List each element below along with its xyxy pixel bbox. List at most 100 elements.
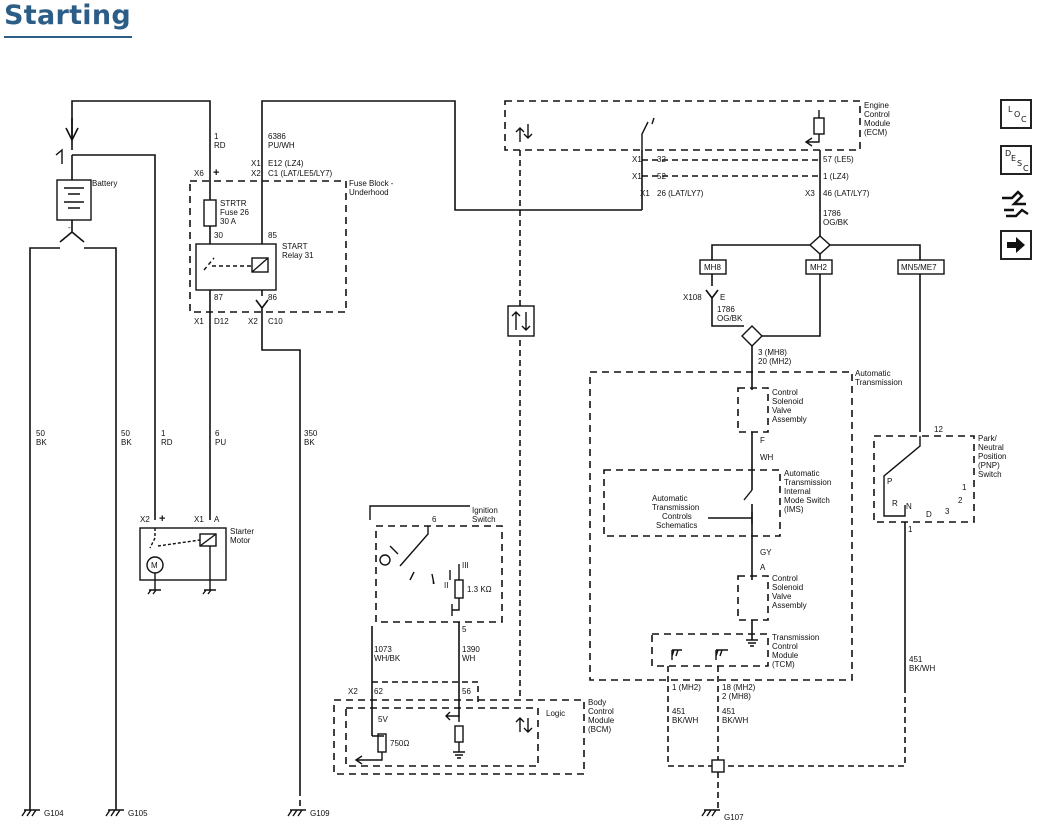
- svg-text:Assembly: Assembly: [772, 415, 807, 424]
- svg-text:Solenoid: Solenoid: [772, 397, 803, 406]
- svg-text:Logic: Logic: [546, 709, 565, 718]
- connector-arrow: [65, 127, 79, 142]
- svg-text:WH: WH: [760, 453, 774, 462]
- svg-text:5V: 5V: [378, 715, 388, 724]
- svg-text:50: 50: [121, 429, 130, 438]
- svg-text:RD: RD: [161, 438, 173, 447]
- svg-text:750Ω: 750Ω: [390, 739, 409, 748]
- title-underline: [4, 36, 132, 38]
- svg-text:G104: G104: [44, 809, 64, 818]
- svg-text:1786: 1786: [717, 305, 735, 314]
- svg-text:Position: Position: [978, 452, 1006, 461]
- svg-text:6386: 6386: [268, 132, 286, 141]
- body-control-module: [333, 699, 585, 775]
- automatic-transmission: [589, 371, 853, 681]
- svg-text:X2: X2: [248, 317, 258, 326]
- svg-text:Switch: Switch: [472, 515, 496, 524]
- svg-text:Relay 31: Relay 31: [282, 251, 314, 260]
- svg-text:3: 3: [945, 507, 950, 516]
- svg-text:18 (MH2): 18 (MH2): [722, 683, 756, 692]
- svg-text:X3: X3: [805, 189, 815, 198]
- svg-text:BK: BK: [36, 438, 47, 447]
- svg-text:57 (LE5): 57 (LE5): [823, 155, 854, 164]
- description-button[interactable]: D E S C: [1000, 145, 1032, 175]
- svg-text:X2: X2: [251, 169, 261, 178]
- svg-text:D12: D12: [214, 317, 229, 326]
- svg-text:G109: G109: [310, 809, 330, 818]
- svg-text:26 (LAT/LY7): 26 (LAT/LY7): [657, 189, 704, 198]
- svg-text:C10: C10: [268, 317, 283, 326]
- bcm-logic-block: [345, 707, 539, 767]
- engine-control-module: [504, 100, 861, 151]
- svg-text:Solenoid: Solenoid: [772, 583, 803, 592]
- connector-view-icon[interactable]: [1000, 188, 1032, 222]
- location-button[interactable]: L O C: [1000, 99, 1032, 129]
- svg-text:Starter: Starter: [230, 527, 254, 536]
- ignition-switch: [375, 525, 503, 623]
- svg-text:Underhood: Underhood: [349, 188, 389, 197]
- svg-text:X6: X6: [194, 169, 204, 178]
- svg-text:Automatic: Automatic: [855, 369, 891, 378]
- wire-battery-starter: [71, 154, 156, 520]
- splice-top: [808, 235, 832, 255]
- svg-text:PU/WH: PU/WH: [268, 141, 295, 150]
- svg-text:Control: Control: [772, 388, 798, 397]
- svg-text:Controls: Controls: [662, 512, 692, 521]
- svg-text:PU: PU: [215, 438, 226, 447]
- svg-text:S: S: [1017, 159, 1022, 168]
- svg-text:1.3 KΩ: 1.3 KΩ: [467, 585, 492, 594]
- svg-text:Fuse 26: Fuse 26: [220, 208, 249, 217]
- svg-text:2: 2: [958, 496, 963, 505]
- starter-motor: [139, 527, 227, 581]
- svg-text:52: 52: [657, 172, 666, 181]
- svg-text:WH/BK: WH/BK: [374, 654, 401, 663]
- svg-text:GY: GY: [760, 548, 772, 557]
- svg-text:451: 451: [672, 707, 686, 716]
- svg-text:Automatic: Automatic: [652, 494, 688, 503]
- wire-350-bk: [255, 290, 301, 790]
- svg-text:62: 62: [374, 687, 383, 696]
- svg-text:X1: X1: [194, 515, 204, 524]
- svg-text:(PNP): (PNP): [978, 461, 1000, 470]
- svg-text:E12 (LZ4): E12 (LZ4): [268, 159, 304, 168]
- svg-text:Automatic: Automatic: [784, 469, 820, 478]
- svg-text:MN5/ME7: MN5/ME7: [901, 263, 937, 272]
- ground-g109: G109: [287, 809, 330, 818]
- svg-text:C: C: [1021, 115, 1027, 124]
- svg-text:Transmission: Transmission: [652, 503, 699, 512]
- svg-text:X108: X108: [683, 293, 702, 302]
- svg-text:P: P: [887, 477, 892, 486]
- svg-text:5: 5: [462, 625, 467, 634]
- svg-text:Switch: Switch: [978, 470, 1002, 479]
- transmission-control-module: [651, 633, 769, 667]
- fuse-block-underhood: [189, 180, 347, 313]
- svg-text:451: 451: [909, 655, 923, 664]
- svg-text:X1: X1: [251, 159, 261, 168]
- splice-mid: [741, 325, 763, 347]
- svg-text:1 (MH2): 1 (MH2): [672, 683, 701, 692]
- svg-text:1786: 1786: [823, 209, 841, 218]
- svg-text:E: E: [1011, 154, 1016, 163]
- svg-text:1: 1: [962, 483, 967, 492]
- svg-text:II: II: [444, 581, 448, 590]
- svg-text:6: 6: [432, 515, 437, 524]
- svg-text:RD: RD: [214, 141, 226, 150]
- svg-text:X1: X1: [640, 189, 650, 198]
- svg-text:X1: X1: [632, 172, 642, 181]
- svg-text:1 (LZ4): 1 (LZ4): [823, 172, 849, 181]
- svg-text:Ignition: Ignition: [472, 506, 498, 515]
- svg-text:Park/: Park/: [978, 434, 997, 443]
- svg-text:2 (MH8): 2 (MH8): [722, 692, 751, 701]
- svg-text:G105: G105: [128, 809, 148, 818]
- ground-g104: G104: [21, 809, 64, 818]
- svg-text:M: M: [151, 561, 158, 570]
- svg-text:D: D: [1005, 149, 1011, 158]
- svg-text:+: +: [159, 513, 165, 525]
- svg-text:Control: Control: [864, 110, 890, 119]
- svg-text:X1: X1: [194, 317, 204, 326]
- next-arrow-button[interactable]: [1000, 230, 1032, 260]
- svg-text:D: D: [926, 510, 932, 519]
- svg-text:+: +: [213, 167, 219, 179]
- connector-mn5-me7: [897, 259, 945, 275]
- svg-text:87: 87: [214, 293, 223, 302]
